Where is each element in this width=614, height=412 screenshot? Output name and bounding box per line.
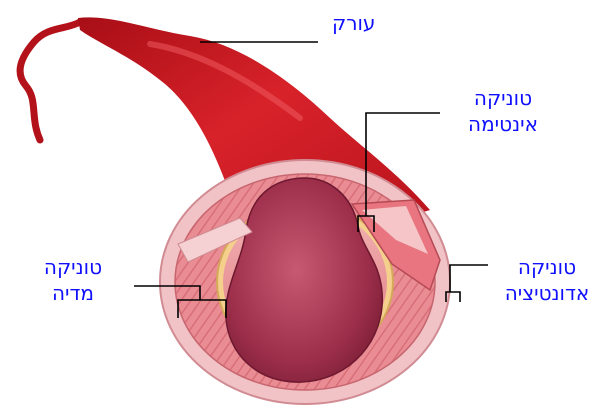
label-tunica-intima: טוניקה אינטימה [448,85,558,137]
label-intima-line-1: טוניקה [448,85,558,111]
label-adventitia-line-2: אדונטיציה [480,280,614,306]
label-tunica-adventitia: טוניקה אדונטיציה [480,254,614,306]
label-artery: עורק [332,10,375,36]
label-media-line-1: טוניקה [18,254,128,280]
label-intima-line-2: אינטימה [448,111,558,137]
label-artery-text: עורק [332,10,375,36]
vessel-branch [20,22,80,140]
label-adventitia-line-1: טוניקה [480,254,614,280]
label-media-line-2: מדיה [18,280,128,306]
label-tunica-media: טוניקה מדיה [18,254,128,306]
